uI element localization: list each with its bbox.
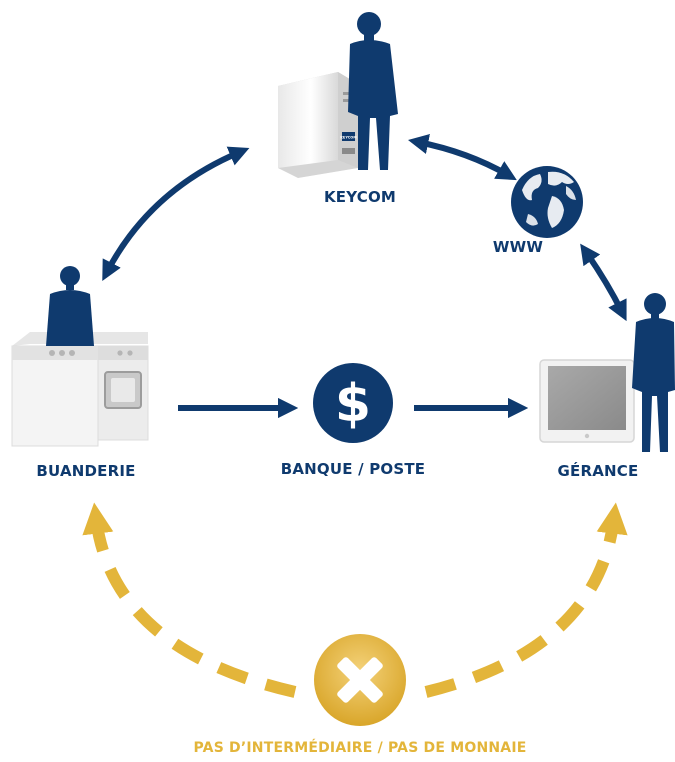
person-gerance-icon xyxy=(632,293,675,452)
arrow-buanderie-keycom xyxy=(102,146,250,282)
gold-arc-right xyxy=(424,502,628,698)
tablet-device xyxy=(539,359,635,443)
x-mark-icon xyxy=(314,634,406,726)
person-buanderie-icon xyxy=(46,266,94,346)
label-gerance: GÉRANCE xyxy=(557,462,639,480)
person-keycom-icon xyxy=(348,12,398,170)
svg-text:$: $ xyxy=(335,374,371,434)
keycom-server-tower: KEYCOM xyxy=(278,72,358,178)
gold-arc-left xyxy=(82,502,297,698)
label-keycom: KEYCOM xyxy=(323,188,397,206)
label-banque-poste: BANQUE / POSTE xyxy=(280,460,426,478)
arrow-www-gerance xyxy=(580,243,627,322)
device-brand: KEYCOM xyxy=(340,136,357,140)
keycom-logo-icon xyxy=(342,132,355,141)
label-pas-intermediaire: PAS D’INTERMÉDIAIRE / PAS DE MONNAIE xyxy=(193,740,527,756)
globe-icon xyxy=(511,166,583,238)
arrow-keycom-www xyxy=(407,134,517,181)
dollar-icon: $ xyxy=(313,363,393,443)
washing-machines xyxy=(11,332,149,447)
label-buanderie: BUANDERIE xyxy=(36,462,136,480)
label-www: WWW xyxy=(492,238,544,256)
